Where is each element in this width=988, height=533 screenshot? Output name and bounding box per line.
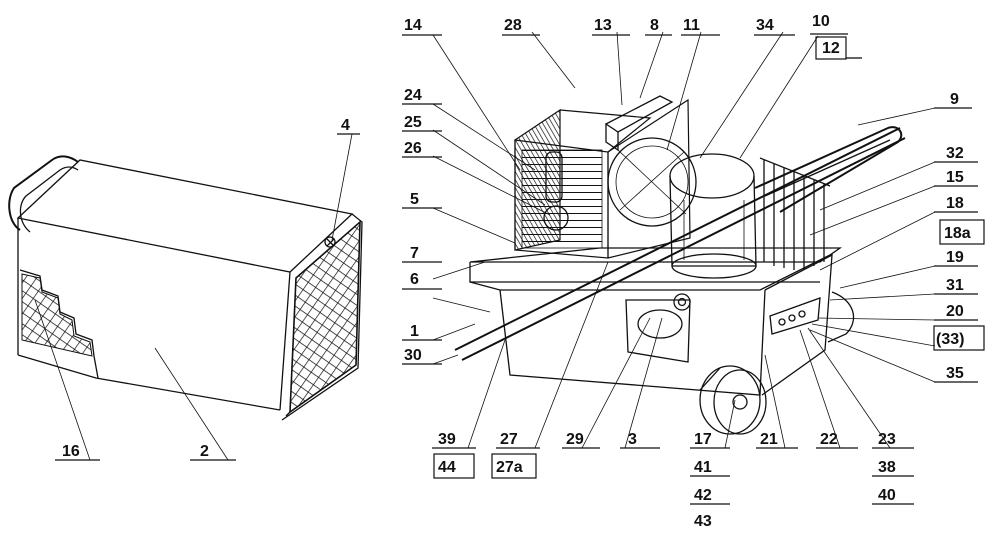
label-27: 27 — [500, 431, 518, 448]
label-14: 14 — [404, 17, 422, 34]
label-43: 43 — [694, 513, 712, 530]
label-15: 15 — [946, 169, 964, 186]
label-27a: 27a — [496, 459, 523, 476]
label-18a-box — [939, 219, 985, 245]
label-4: 4 — [341, 117, 350, 134]
unit-assembly — [454, 95, 906, 435]
label-31: 31 — [946, 277, 964, 294]
label-16: 16 — [62, 443, 80, 460]
label-17: 17 — [694, 431, 712, 448]
label-6: 6 — [410, 271, 419, 288]
label-25: 25 — [404, 114, 422, 131]
label-7: 7 — [410, 245, 419, 262]
label-24: 24 — [404, 87, 422, 104]
label-9: 9 — [950, 91, 959, 108]
label-33-box — [933, 325, 985, 351]
label-26: 26 — [404, 140, 422, 157]
label-18: 18 — [946, 195, 964, 212]
label-18a: 18a — [944, 225, 971, 242]
label-35: 35 — [946, 365, 964, 382]
label-21: 21 — [760, 431, 778, 448]
label-32: 32 — [946, 145, 964, 162]
label-5: 5 — [410, 191, 419, 208]
label-40: 40 — [878, 487, 896, 504]
label-22: 22 — [820, 431, 838, 448]
label-19: 19 — [946, 249, 964, 266]
label-3: 3 — [628, 431, 637, 448]
label-30: 30 — [404, 347, 422, 364]
label-42: 42 — [694, 487, 712, 504]
label-41: 41 — [694, 459, 712, 476]
label-29: 29 — [566, 431, 584, 448]
label-23: 23 — [878, 431, 896, 448]
leader-lines — [34, 31, 936, 461]
label-11: 11 — [683, 17, 700, 34]
cover-assembly — [8, 155, 363, 421]
label-38: 38 — [878, 459, 896, 476]
label-1: 1 — [410, 323, 419, 340]
label-39: 39 — [438, 431, 456, 448]
label-28: 28 — [504, 17, 522, 34]
label-12-box — [815, 36, 847, 60]
callout-labels: 14 28 13 8 11 34 10 12 24 4 25 26 5 7 6 … — [55, 13, 985, 530]
label-34: 34 — [756, 17, 774, 34]
label-44-box — [433, 453, 475, 479]
label-13: 13 — [594, 17, 612, 34]
label-33: (33) — [936, 331, 964, 348]
label-27a-box — [491, 453, 537, 479]
label-20: 20 — [946, 303, 964, 320]
label-8: 8 — [650, 17, 659, 34]
label-12: 12 — [822, 40, 840, 57]
label-2: 2 — [200, 443, 209, 460]
label-10: 10 — [812, 13, 830, 30]
label-44: 44 — [438, 459, 456, 476]
